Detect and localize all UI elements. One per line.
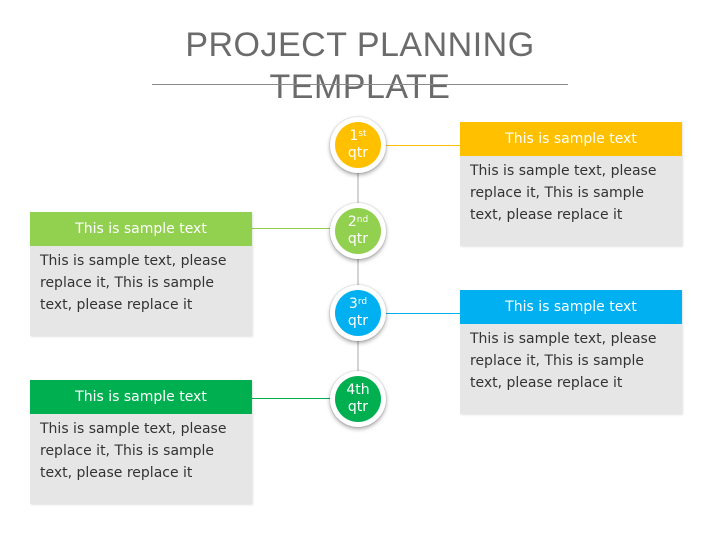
connector-q4 [252,398,330,399]
quarter-suffix: rd [357,297,368,307]
card-body: This is sample text, please replace it, … [40,253,227,313]
quarter-unit: qtr [347,399,369,415]
quarter-circle-4: 4th qtr [330,371,386,427]
card-body: This is sample text, please replace it, … [470,163,657,223]
title-line-1: PROJECT PLANNING [185,26,535,64]
quarter-circle-2: 2nd qtr [330,203,386,259]
page-title: PROJECT PLANNING TEMPLATE [150,24,570,108]
quarter-number: 3 [348,296,358,312]
connector-q3 [386,313,460,314]
card-heading: This is sample text [30,212,252,246]
quarter-unit: qtr [347,313,369,329]
quarter-unit: qtr [347,231,369,247]
quarter-suffix: st [358,129,367,139]
card-heading: This is sample text [30,380,252,414]
card-body: This is sample text, please replace it, … [470,331,657,391]
title-line-2: TEMPLATE [269,68,451,106]
quarter-unit: qtr [347,145,369,161]
quarter-circle-1: 1st qtr [330,117,386,173]
quarter-circle-3: 3rd qtr [330,285,386,341]
card-body: This is sample text, please replace it, … [40,421,227,481]
quarter-number: 1 [349,128,359,144]
quarter-number: 4th [346,382,370,398]
card-heading: This is sample text [460,290,682,324]
text-card-q4: This is sample text This is sample text,… [30,380,252,504]
connector-q1 [386,145,460,146]
card-heading: This is sample text [460,122,682,156]
timeline-spine [357,150,359,400]
quarter-suffix: nd [356,215,369,225]
title-underline [152,84,568,85]
text-card-q3: This is sample text This is sample text,… [460,290,682,414]
connector-q2 [252,228,330,229]
text-card-q1: This is sample text This is sample text,… [460,122,682,246]
quarter-number: 2 [347,214,357,230]
text-card-q2: This is sample text This is sample text,… [30,212,252,336]
